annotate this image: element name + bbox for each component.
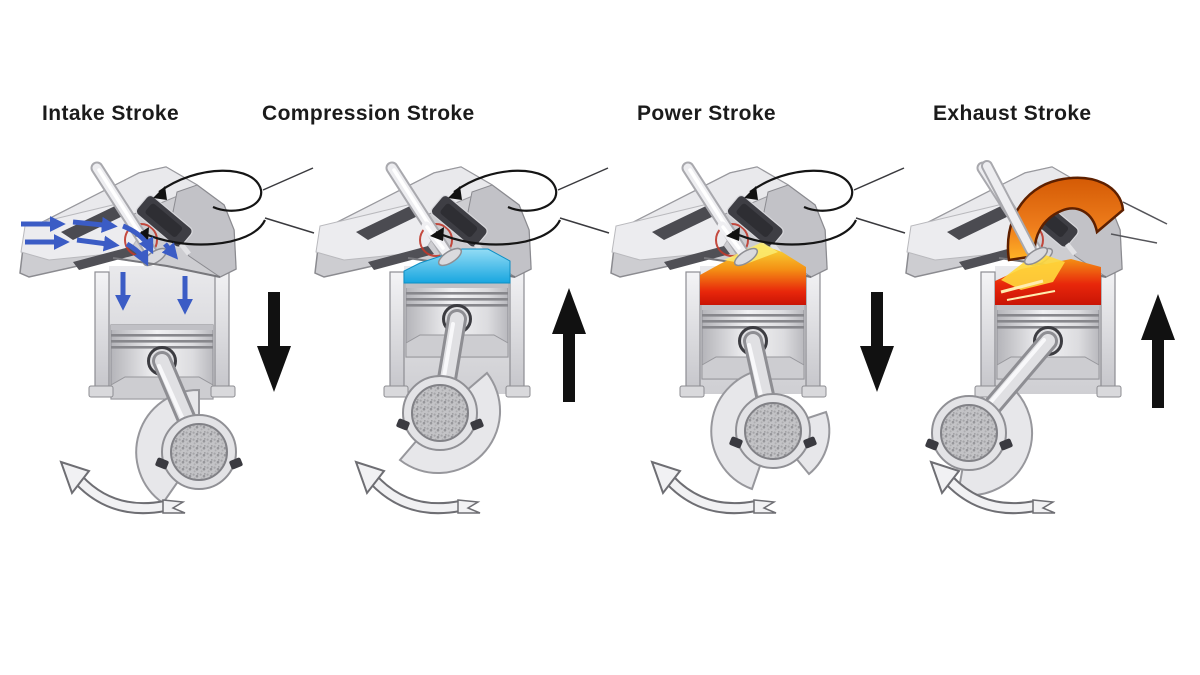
piston-direction-arrow-icon — [257, 292, 291, 392]
compressed-charge — [403, 248, 511, 284]
combustion-flame — [700, 244, 806, 305]
valve-stem-overlay — [981, 160, 1049, 266]
compression-stroke-title: Compression Stroke — [262, 102, 475, 125]
power-stroke-title: Power Stroke — [637, 102, 777, 125]
exhaust-stroke-title: Exhaust Stroke — [933, 102, 1092, 125]
intake-stroke-diagram — [17, 140, 316, 550]
piston-direction-arrow-icon — [552, 288, 586, 402]
piston-direction-arrow-icon — [1141, 294, 1175, 408]
exhaust-stroke-diagram — [903, 160, 1175, 550]
intake-stroke-title: Intake Stroke — [42, 102, 180, 125]
piston-direction-arrow-icon — [860, 292, 894, 392]
exhaust-plume-icon — [1006, 176, 1125, 262]
gas-streak — [1000, 279, 1044, 294]
gas-streak — [1006, 290, 1056, 301]
hot-gas-glow — [1001, 252, 1065, 290]
intake-air-arrows-icon — [21, 215, 194, 315]
leader-lines — [1110, 201, 1168, 244]
compression-stroke-diagram — [312, 140, 611, 550]
power-stroke-diagram — [608, 140, 907, 550]
